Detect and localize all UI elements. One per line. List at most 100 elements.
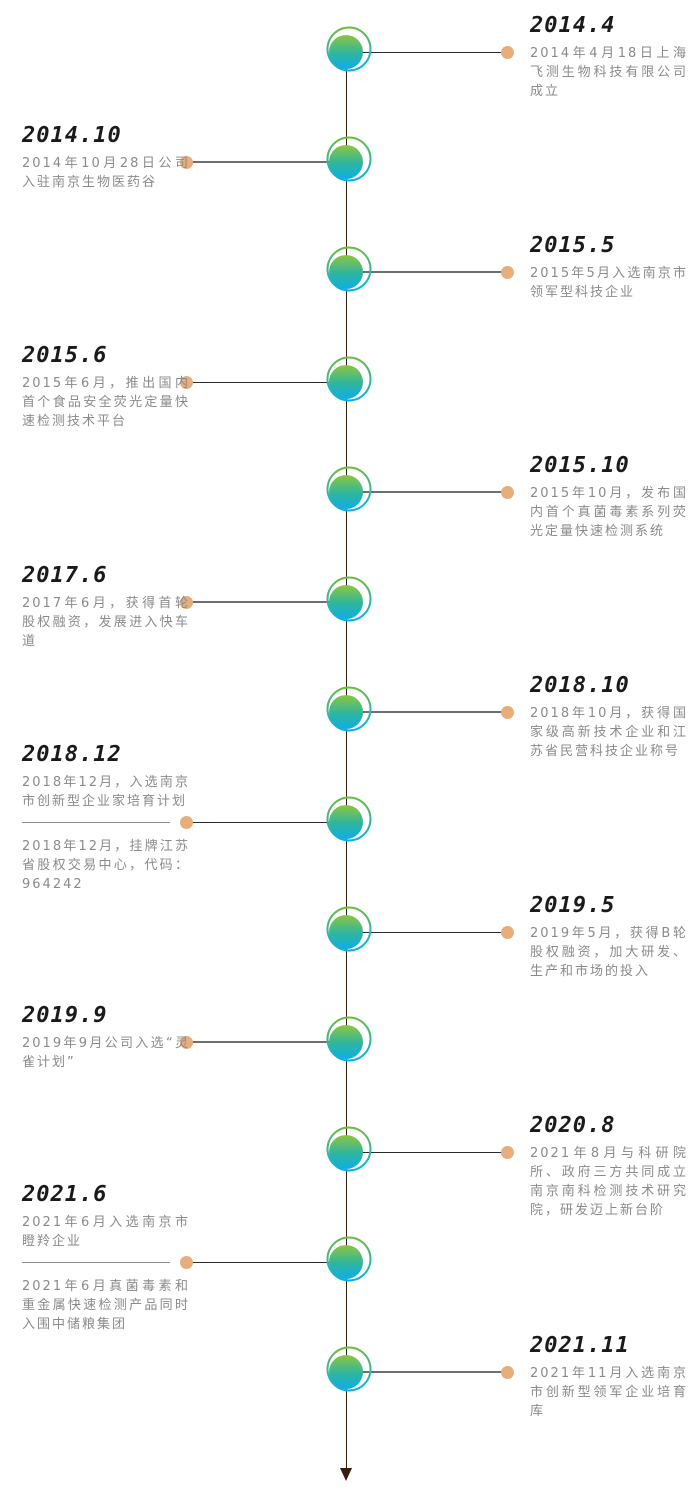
node-core (329, 1245, 363, 1279)
connector-line (186, 821, 346, 823)
node-ring (326, 26, 372, 72)
connector-line (186, 381, 346, 383)
timeline-entry-extra: 2021年6月真菌毒素和重金属快速检测产品同时入围中储粮集团 (22, 1274, 190, 1334)
entry-text: 2014年4月18日上海飞测生物科技有限公司成立 (530, 46, 688, 99)
entry-text: 2021年6月入选南京市瞪羚企业 (22, 1215, 190, 1249)
connector-dot (500, 1365, 514, 1379)
timeline-node (326, 906, 372, 952)
entry-text: 2015年10月，发布国内首个真菌毒素系列荧光定量快速检测系统 (530, 486, 688, 539)
entry-text: 2017年6月，获得首轮股权融资，发展进入快车道 (22, 596, 190, 649)
entry-date: 2014.10 (22, 123, 122, 148)
connector-dot (500, 485, 514, 499)
connector-line (346, 1371, 507, 1373)
connector-dot (179, 1255, 193, 1269)
timeline-entry: 2018.10 2018年10月，获得国家级高新技术企业和江苏省民营科技企业称号 (530, 671, 688, 761)
node-core (329, 585, 363, 619)
node-ring (326, 796, 372, 842)
node-ring (326, 1016, 372, 1062)
connector-line (346, 711, 507, 713)
node-ring (326, 576, 372, 622)
connector-dot (179, 375, 193, 389)
node-core (329, 1355, 363, 1389)
timeline-entry: 2019.5 2019年5月，获得B轮股权融资，加大研发、生产和市场的投入 (530, 891, 688, 981)
timeline-node (326, 246, 372, 292)
entry-text: 2021年8月与科研院所、政府三方共同成立南京南科检测技术研究院，研发迈上新台阶 (530, 1146, 688, 1218)
node-core (329, 475, 363, 509)
entry-text: 2019年5月，获得B轮股权融资，加大研发、生产和市场的投入 (530, 926, 688, 979)
entry-date: 2019.9 (22, 1003, 108, 1028)
timeline-node (326, 796, 372, 842)
connector-dot (500, 925, 514, 939)
node-core (329, 915, 363, 949)
timeline-node (326, 136, 372, 182)
node-ring (326, 686, 372, 732)
entry-text: 2019年9月公司入选“灵雀计划” (22, 1036, 190, 1070)
timeline-axis-line (345, 52, 347, 1468)
node-core (329, 1135, 363, 1169)
timeline-node (326, 26, 372, 72)
entry-date: 2018.10 (530, 673, 630, 698)
node-core (329, 1025, 363, 1059)
connector-line (186, 1041, 346, 1043)
timeline-node (326, 1346, 372, 1392)
entry-date: 2015.5 (530, 233, 616, 258)
node-ring (326, 1236, 372, 1282)
entry-text: 2015年6月，推出国内首个食品安全荧光定量快速检测技术平台 (22, 376, 190, 429)
node-core (329, 805, 363, 839)
connector-dot (500, 45, 514, 59)
entry-date: 2021.11 (530, 1333, 630, 1358)
timeline-entry: 2015.6 2015年6月，推出国内首个食品安全荧光定量快速检测技术平台 (22, 341, 190, 431)
timeline-entry: 2014.4 2014年4月18日上海飞测生物科技有限公司成立 (530, 11, 688, 101)
node-core (329, 695, 363, 729)
connector-line (346, 491, 507, 493)
node-core (329, 145, 363, 179)
entry-date: 2018.12 (22, 742, 122, 767)
entry-date: 2014.4 (530, 13, 616, 38)
node-ring (326, 466, 372, 512)
connector-dot (500, 1145, 514, 1159)
timeline-entry: 2017.6 2017年6月，获得首轮股权融资，发展进入快车道 (22, 561, 190, 651)
entry-text: 2014年10月28日公司入驻南京生物医药谷 (22, 156, 190, 190)
node-ring (326, 356, 372, 402)
connector-line (186, 601, 346, 603)
entry-text: 2018年12月，入选南京市创新型企业家培育计划 (22, 775, 190, 809)
timeline-entry-extra: 2018年12月，挂牌江苏省股权交易中心，代码：964242 (22, 834, 190, 894)
connector-dot (500, 705, 514, 719)
entry-text: 2018年12月，挂牌江苏省股权交易中心，代码：964242 (22, 839, 190, 892)
connector-line (346, 1151, 507, 1153)
entry-date: 2019.5 (530, 893, 616, 918)
node-ring (326, 136, 372, 182)
node-ring (326, 246, 372, 292)
entry-text: 2021年11月入选南京市创新型领军企业培育库 (530, 1366, 688, 1419)
connector-dot (179, 595, 193, 609)
timeline-node (326, 356, 372, 402)
timeline-node (326, 466, 372, 512)
connector-line (186, 1261, 346, 1263)
node-core (329, 35, 363, 69)
entry-date: 2017.6 (22, 563, 108, 588)
connector-dot (179, 815, 193, 829)
entry-text: 2018年10月，获得国家级高新技术企业和江苏省民营科技企业称号 (530, 706, 688, 759)
timeline-node (326, 686, 372, 732)
timeline-node (326, 1236, 372, 1282)
arrow-down-icon (340, 1468, 352, 1481)
connector-dot (179, 155, 193, 169)
entry-divider (22, 1262, 170, 1263)
connector-line (346, 931, 507, 933)
timeline-entry: 2019.9 2019年9月公司入选“灵雀计划” (22, 1001, 190, 1072)
connector-dot (500, 265, 514, 279)
connector-line (186, 161, 346, 163)
node-ring (326, 906, 372, 952)
timeline-node (326, 1016, 372, 1062)
timeline-entry: 2018.12 2018年12月，入选南京市创新型企业家培育计划 (22, 740, 190, 811)
timeline-node (326, 1126, 372, 1172)
timeline-entry: 2021.11 2021年11月入选南京市创新型领军企业培育库 (530, 1331, 688, 1421)
entry-text: 2015年5月入选南京市领军型科技企业 (530, 266, 688, 300)
timeline-entry: 2015.5 2015年5月入选南京市领军型科技企业 (530, 231, 688, 302)
connector-line (346, 271, 507, 273)
entry-date: 2015.6 (22, 343, 108, 368)
